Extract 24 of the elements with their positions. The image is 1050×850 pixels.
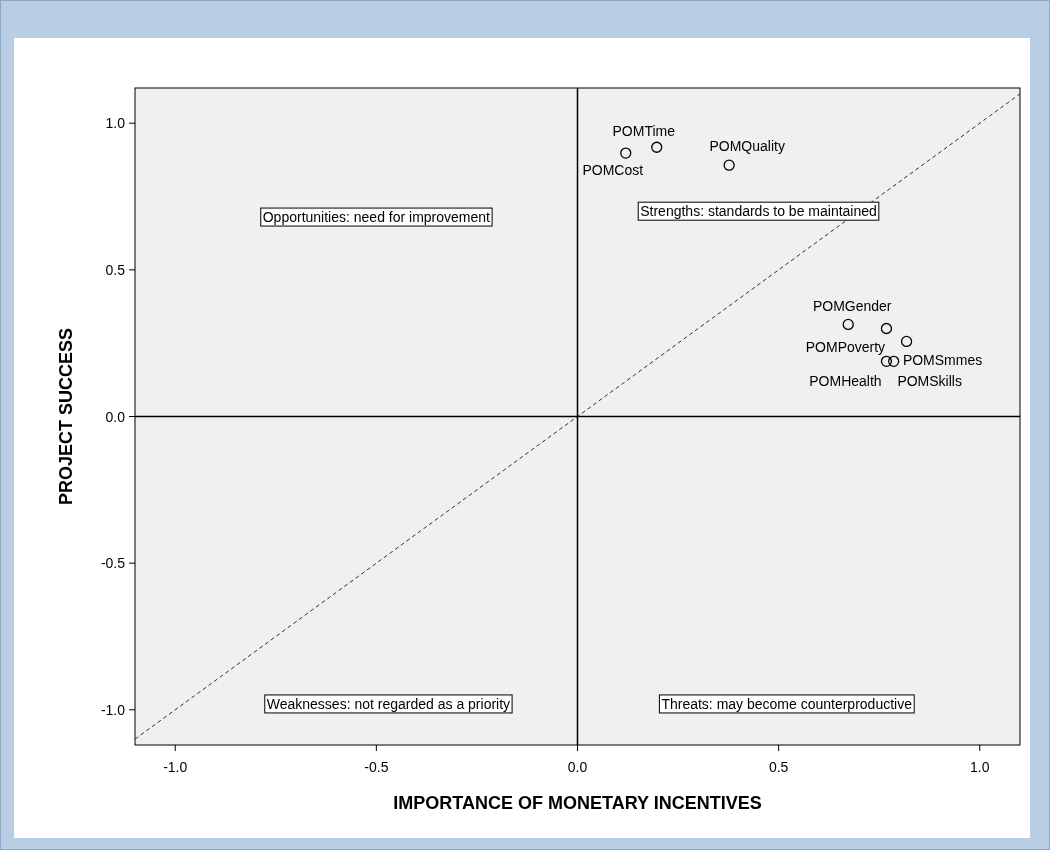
tick-label: -0.5 xyxy=(364,759,389,775)
tick-label: -1.0 xyxy=(100,701,125,718)
quadrant-label: Opportunities: need for improvement xyxy=(260,207,493,227)
point-label: POMPoverty xyxy=(805,338,886,355)
tick-label: -0.5 xyxy=(100,555,125,572)
tick-label: 0.5 xyxy=(768,759,789,775)
tick-label: -1.0 xyxy=(163,759,188,775)
point-label: POMSkills xyxy=(897,373,962,390)
quadrant-label: Threats: may become counterproductive xyxy=(658,694,915,714)
axis-title: PROJECT SUCCESS xyxy=(56,328,76,505)
point-label: POMTime xyxy=(612,123,675,140)
point-label: POMSmmes xyxy=(902,352,983,369)
quadrant-label: Weaknesses: not regarded as a priority xyxy=(264,694,513,714)
point-label: POMCost xyxy=(582,162,644,179)
point-label: POMHealth xyxy=(809,373,882,390)
tick-label: 0.5 xyxy=(105,261,125,278)
tick-label: 0.0 xyxy=(567,759,588,775)
point-label: POMGender xyxy=(812,298,892,315)
axis-title: IMPORTANCE OF MONETARY INCENTIVES xyxy=(393,793,762,813)
point-label: POMQuality xyxy=(709,138,785,155)
tick-label: 0.0 xyxy=(105,408,125,425)
quadrant-label: Strengths: standards to be maintained xyxy=(637,201,880,221)
tick-label: 1.0 xyxy=(105,115,125,132)
tick-label: 1.0 xyxy=(970,759,990,775)
